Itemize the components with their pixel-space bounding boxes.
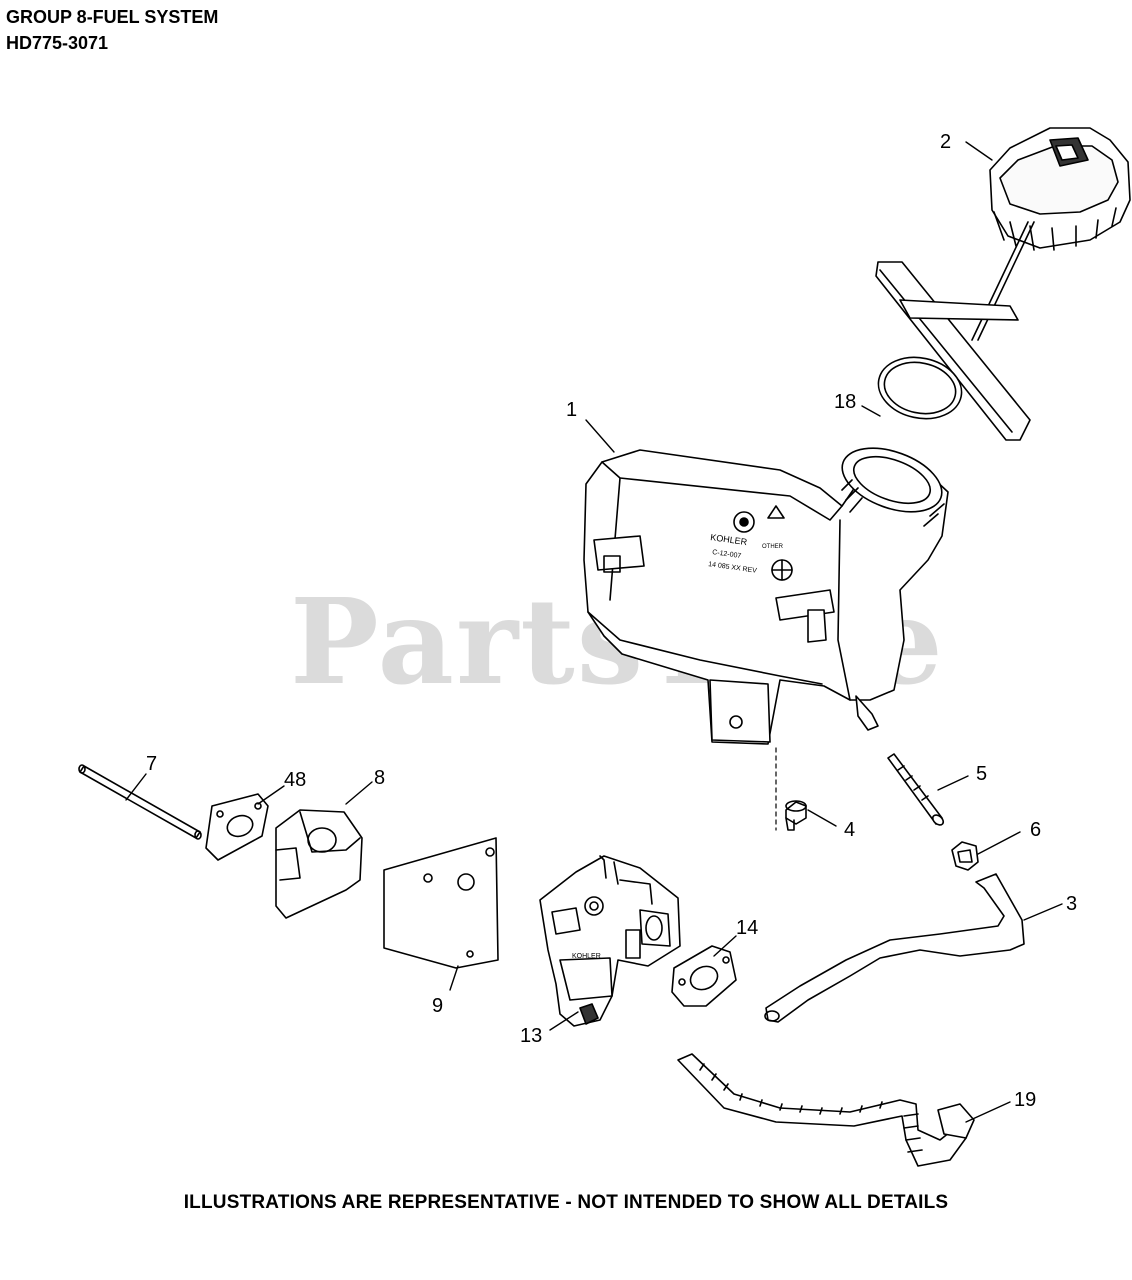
- tank-code-mark: C-12-007: [712, 549, 742, 560]
- callout-13: 13: [520, 1025, 542, 1047]
- carb-brand-mark: KOHLER: [572, 953, 601, 960]
- model-number: HD775-3071: [6, 33, 109, 53]
- fuel-line-part[interactable]: [764, 873, 1025, 1023]
- fuel-line-spring-part[interactable]: [677, 1053, 975, 1167]
- fuel-tank-part[interactable]: KOHLER C-12-007 14 085 XX REV OTHER: [583, 436, 950, 745]
- hose-clamp-part[interactable]: [951, 841, 979, 871]
- callout-2: 2: [940, 131, 951, 153]
- carburetor-gasket-part[interactable]: [671, 945, 737, 1007]
- stud-part[interactable]: [78, 764, 202, 840]
- heat-shield-part[interactable]: [383, 837, 499, 969]
- callout-leaders: [125, 141, 1063, 1123]
- intake-spacer-part[interactable]: [275, 809, 363, 919]
- callout-5: 5: [976, 763, 987, 785]
- dipstick-blade: [875, 261, 1031, 441]
- callout-1: 1: [566, 399, 577, 421]
- callout-9: 9: [432, 995, 443, 1017]
- callout-6: 6: [1030, 819, 1041, 841]
- fuel-cap-part[interactable]: [971, 127, 1131, 341]
- callout-7: 7: [146, 753, 157, 775]
- fuel-cap-gasket-part[interactable]: [873, 350, 968, 426]
- tank-other-mark: OTHER: [762, 544, 784, 550]
- callout-19: 19: [1014, 1089, 1036, 1111]
- callout-8: 8: [374, 767, 385, 789]
- callout-48: 48: [284, 769, 306, 791]
- intake-gasket-part[interactable]: [205, 793, 269, 861]
- callout-14: 14: [736, 917, 758, 939]
- callout-3: 3: [1066, 893, 1077, 915]
- diagram-title: GROUP 8-FUEL SYSTEM: [6, 7, 219, 27]
- bolt-part[interactable]: [887, 753, 945, 827]
- callout-18: 18: [834, 391, 856, 413]
- carburetor-part[interactable]: KOHLER: [539, 855, 681, 1027]
- disclaimer: ILLUSTRATIONS ARE REPRESENTATIVE - NOT I…: [183, 1192, 949, 1213]
- callout-4: 4: [844, 819, 855, 841]
- tank-mount-screw-part[interactable]: [785, 800, 807, 831]
